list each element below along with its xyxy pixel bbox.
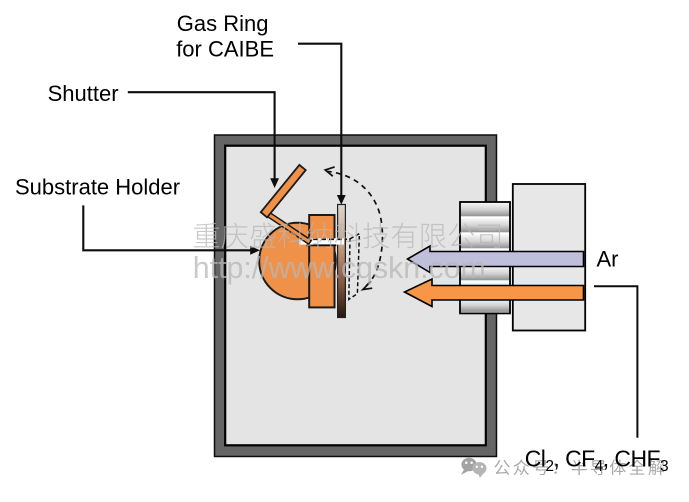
svg-text:Ar: Ar	[597, 246, 619, 271]
svg-text:Substrate Holder: Substrate Holder	[15, 175, 180, 200]
svg-text:for CAIBE: for CAIBE	[176, 37, 274, 62]
svg-text:Gas Ring: Gas Ring	[177, 11, 269, 36]
svg-text:Shutter: Shutter	[48, 81, 119, 106]
svg-text:http://www.cqskn.com: http://www.cqskn.com	[193, 251, 486, 285]
